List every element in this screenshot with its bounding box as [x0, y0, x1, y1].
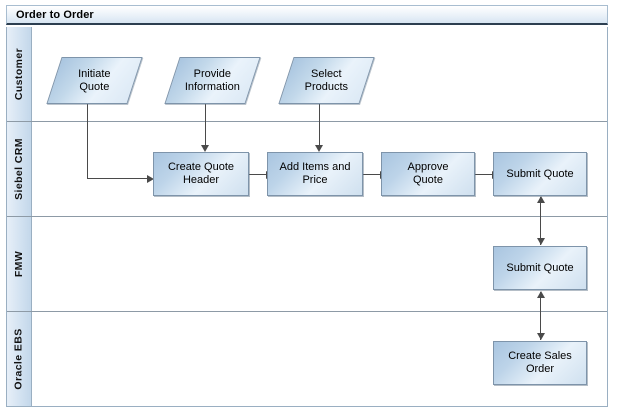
arrowhead-into-create-sales-order-top [536, 333, 545, 340]
diagram-title-bar: Order to Order [6, 5, 608, 25]
lane-header-customer: Customer [7, 27, 32, 121]
node-label-submit-quote-fmw: Submit Quote [506, 261, 574, 274]
arrowhead-into-submit-quote-fmw-bottom [536, 291, 545, 298]
arrowhead-into-create-quote-header-left [147, 174, 154, 183]
connector-initiate-quote-to-create-quote-header-vertical [87, 104, 88, 178]
connector-select-products-to-add-items-and-price [319, 104, 320, 145]
lane-header-oracle-ebs: Oracle EBS [7, 312, 32, 406]
diagram-title: Order to Order [16, 8, 94, 21]
connector-provide-information-to-create-quote-header [205, 104, 206, 145]
lane-label-customer: Customer [13, 47, 25, 101]
lane-label-oracle-ebs: Oracle EBS [13, 328, 26, 390]
lane-label-siebel-crm: Siebel CRM [13, 138, 26, 200]
connector-approve-quote-to-submit-quote-crm [475, 174, 493, 175]
connector-create-quote-header-to-add-items-and-price [249, 174, 267, 175]
connector-initiate-quote-to-create-quote-header-horizontal [87, 178, 147, 179]
lane-header-fmw: FMW [7, 217, 32, 311]
node-label-submit-quote-crm: Submit Quote [506, 167, 574, 180]
connector-submit-quote-fmw-to-create-sales-order [540, 292, 541, 340]
connector-add-items-and-price-to-approve-quote [363, 174, 381, 175]
node-submit-quote-fmw[interactable]: Submit Quote [493, 246, 587, 290]
node-submit-quote-crm[interactable]: Submit Quote [493, 152, 587, 196]
lane-label-fmw: FMW [13, 250, 25, 278]
arrowhead-into-create-quote-header-top [201, 145, 209, 152]
arrowhead-into-submit-quote-crm-bottom [536, 196, 545, 203]
arrowhead-into-submit-quote-fmw-top [536, 238, 545, 245]
connector-submit-quote-crm-to-submit-quote-fmw [540, 197, 541, 245]
lane-header-siebel-crm: Siebel CRM [7, 122, 32, 216]
arrowhead-into-add-items-and-price-top [315, 145, 323, 152]
